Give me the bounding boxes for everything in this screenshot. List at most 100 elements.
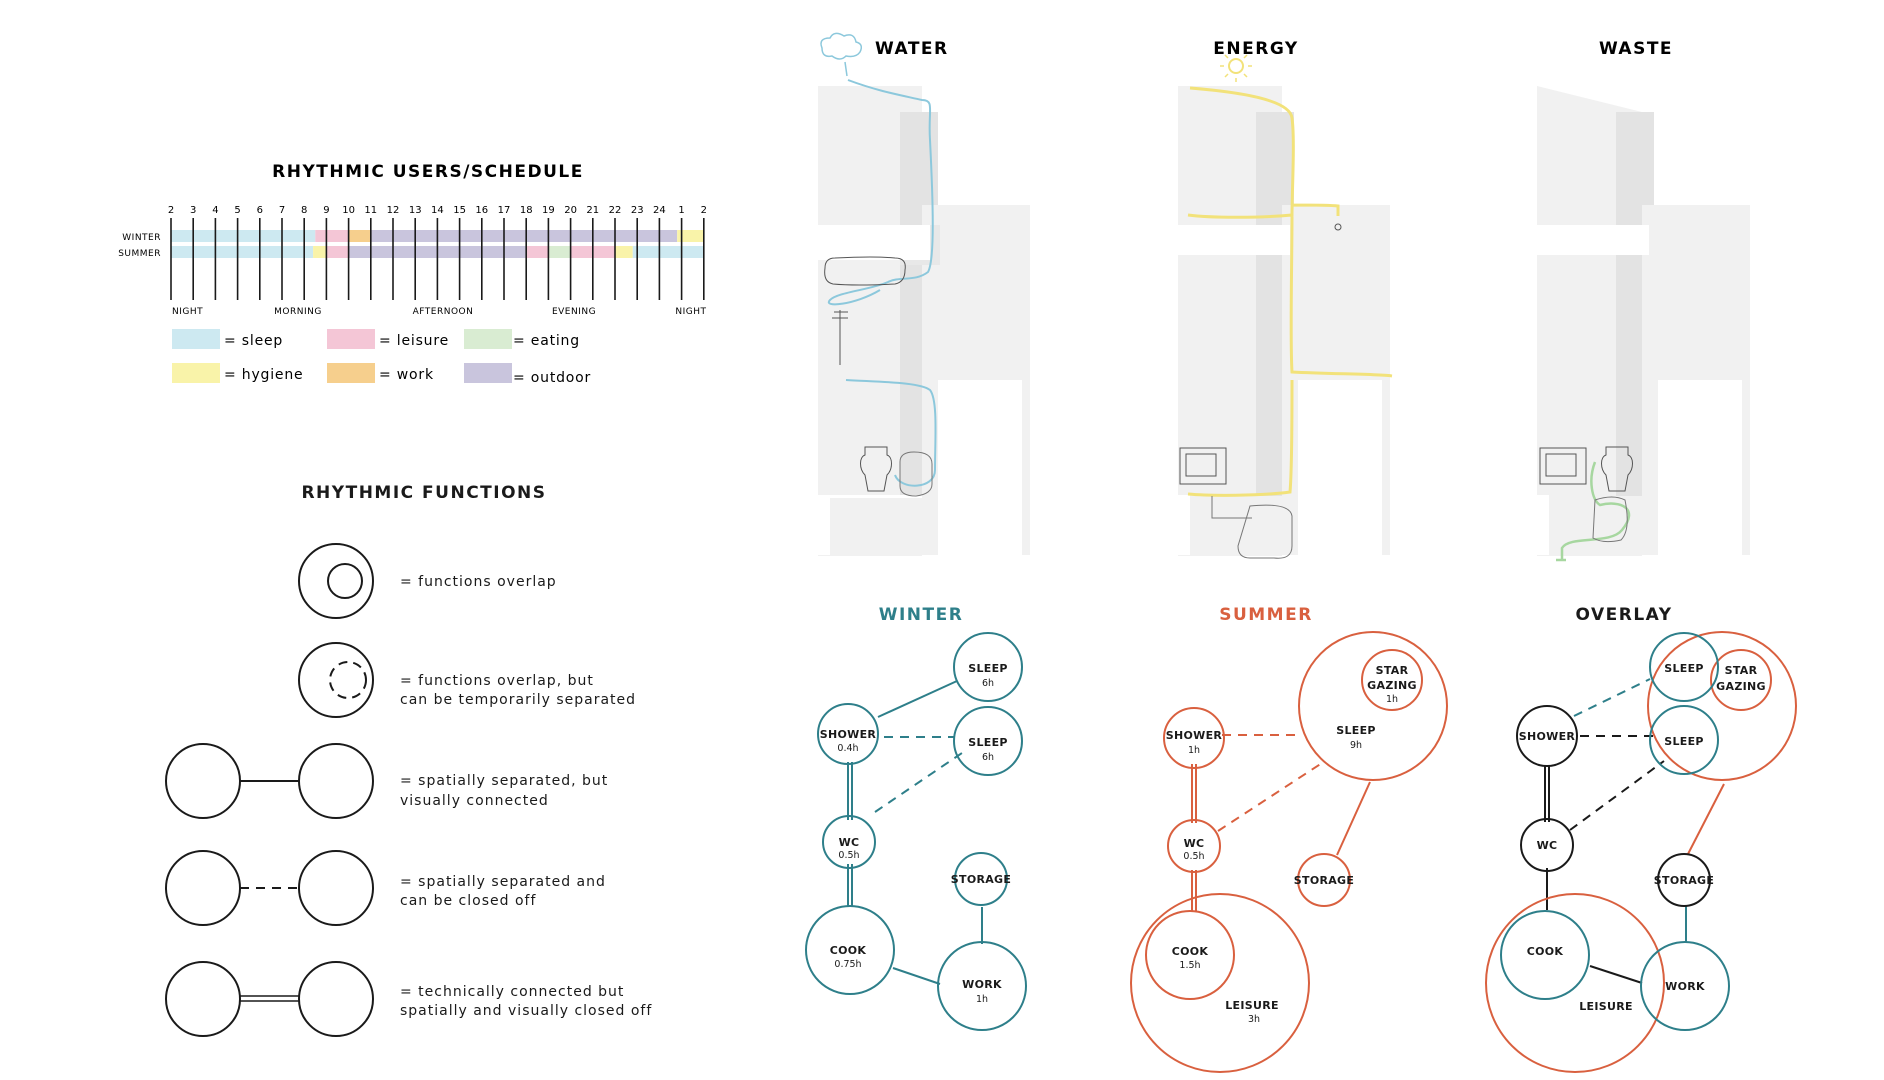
winter-sleep-segment: [171, 230, 316, 242]
overlap-inner-circle: [327, 563, 363, 599]
winter-node-sleep1: [953, 632, 1023, 702]
overlay-node-stargazing: [1710, 649, 1772, 711]
energy-building-section: [1178, 86, 1390, 556]
legend-label-work: = work: [379, 367, 434, 383]
fn-closable-line1: = spatially separated and: [400, 874, 606, 890]
water-building-section: [818, 86, 1030, 556]
period-evening: EVENING: [552, 307, 596, 317]
summer-shower-dur: 1h: [1188, 745, 1200, 756]
legend-label-outdoor: = outdoor: [513, 370, 591, 386]
winter-node-cook: [805, 905, 895, 995]
period-afternoon: AFTERNOON: [413, 307, 474, 317]
summer-leisure-label: LEISURE: [1225, 999, 1279, 1012]
summer-node-shower: [1163, 707, 1225, 769]
summer-star-label-1: STAR: [1376, 664, 1409, 677]
technical-right-circle: [298, 961, 374, 1037]
overlay-cook-label: COOK: [1527, 945, 1564, 958]
fn-visual-conn-line2: visually connected: [400, 793, 549, 809]
schedule-title: RHYTHMIC USERS/SCHEDULE: [272, 162, 584, 182]
technical-left-circle: [165, 961, 241, 1037]
legend-swatch-hygiene: [172, 363, 220, 383]
rain-drop-icon: [844, 61, 848, 77]
summer-node-wc: [1167, 819, 1221, 873]
winter-node-work: [937, 941, 1027, 1031]
overlay-graph: OVERLAY SLEEP STAR GAZING SHOWER SLEEP W…: [1485, 605, 1797, 1073]
summer-node-stargazing: [1361, 649, 1423, 711]
hour-label: 7: [279, 205, 285, 216]
winter-link-wc-sleep2: [874, 752, 963, 813]
overlay-work-label: WORK: [1665, 980, 1705, 993]
period-morning: MORNING: [274, 307, 322, 317]
winter-node-wc: [822, 815, 876, 869]
hour-label: 14: [431, 205, 444, 216]
hour-label: 18: [520, 205, 533, 216]
summer-leisure-segment: [326, 246, 349, 258]
summer-link-sleep-storage: [1336, 781, 1371, 856]
water-tank-icon: [899, 451, 933, 497]
energy-section: ENERGY: [1178, 39, 1393, 559]
overlay-link-shower-sleep1: [1573, 678, 1651, 717]
overlay-title: OVERLAY: [1575, 605, 1672, 625]
visual-conn-left-circle: [165, 743, 241, 819]
winter-node-sleep2: [953, 706, 1023, 776]
hour-label: 11: [364, 205, 377, 216]
summer-link-wc-sleep: [1217, 762, 1323, 832]
legend-swatch-leisure: [327, 329, 375, 349]
fn-temp-overlap-line1: = functions overlap, but: [400, 673, 594, 689]
summer-wc-dur: 0.5h: [1183, 851, 1204, 862]
summer-star-dur: 1h: [1386, 694, 1398, 705]
overlay-node-summer-sleep: [1647, 631, 1797, 781]
overlay-leisure-label: LEISURE: [1579, 1000, 1633, 1013]
legend-label-hygiene: = hygiene: [224, 367, 303, 383]
hour-label: 5: [234, 205, 240, 216]
winter-sleep1-label: SLEEP: [968, 662, 1008, 675]
winter-storage-label: STORAGE: [951, 873, 1011, 886]
stove-icon: [1539, 447, 1587, 485]
hour-label: 8: [301, 205, 307, 216]
winter-sleep2-label: SLEEP: [968, 736, 1008, 749]
summer-wc-label: WC: [1184, 837, 1205, 850]
hour-label: 19: [542, 205, 555, 216]
legend-swatch-eating: [464, 329, 512, 349]
winter-sleep2-dur: 6h: [982, 752, 994, 763]
sun-rays-icon: [1220, 50, 1252, 82]
overlay-node-shower: [1516, 705, 1578, 767]
compost-bin-icon: [1592, 496, 1628, 543]
winter-work-segment: [348, 230, 371, 242]
hour-label: 15: [453, 205, 466, 216]
winter-title: WINTER: [879, 605, 964, 625]
winter-hygiene-segment: [677, 230, 704, 242]
winter-node-shower: [817, 703, 879, 765]
hour-label: 12: [387, 205, 400, 216]
waste-pipe-line: [1556, 461, 1631, 562]
hour-label: 22: [609, 205, 622, 216]
summer-graph: SUMMER STAR GAZING 1h SLEEP 9h SHOWER 1h…: [1130, 605, 1448, 1073]
hour-label: 24: [653, 205, 666, 216]
overlay-storage-label: STORAGE: [1654, 874, 1714, 887]
energy-title: ENERGY: [1213, 39, 1298, 59]
summer-node-storage: [1297, 853, 1351, 907]
hour-label: 3: [190, 205, 196, 216]
summer-hygiene-segment: [313, 246, 327, 258]
overlay-node-sleep1: [1649, 632, 1719, 702]
summer-sleep-segment: [670, 246, 704, 258]
winter-node-storage: [954, 852, 1008, 906]
overlay-sleep2-label: SLEEP: [1664, 735, 1704, 748]
overlay-link-wc-sleep2: [1569, 760, 1665, 831]
winter-wc-dur: 0.5h: [838, 850, 859, 861]
summer-sleep-segment: [171, 246, 314, 258]
legend-swatch-sleep: [172, 329, 220, 349]
closable-right-circle: [298, 850, 374, 926]
winter-outdoor-segment: [370, 230, 678, 242]
water-section: WATER: [818, 32, 1030, 556]
winter-shower-dur: 0.4h: [837, 743, 858, 754]
waste-building-section: [1537, 86, 1750, 556]
closable-left-circle: [165, 850, 241, 926]
cloud-icon: [820, 32, 863, 60]
shower-head-icon: [832, 310, 848, 365]
period-night-1: NIGHT: [172, 307, 203, 317]
summer-star-label-2: GAZING: [1367, 679, 1417, 692]
overlap-outer-circle: [298, 543, 374, 619]
